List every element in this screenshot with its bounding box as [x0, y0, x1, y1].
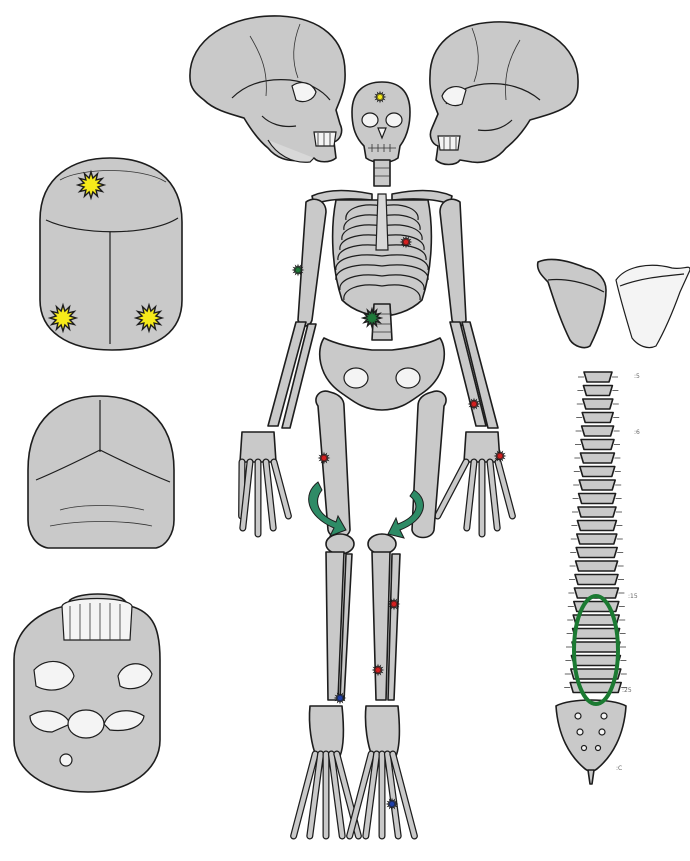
- vertebra: [573, 629, 620, 639]
- vertebra: [576, 548, 617, 558]
- vertebra: [580, 453, 614, 463]
- vertebra: [584, 372, 612, 382]
- vertebra: [580, 467, 615, 477]
- vertebra: [579, 480, 615, 490]
- vertebra: [581, 440, 614, 450]
- vertebra: [576, 561, 618, 571]
- skull-inferior-view: [14, 594, 160, 792]
- svg-text::15: :15: [628, 593, 638, 600]
- scapula-pair: [538, 260, 690, 348]
- svg-text::C: :C: [616, 765, 622, 772]
- skeleton-anterior-view: [240, 82, 512, 836]
- vertebra: [572, 642, 620, 652]
- skull-lateral-right: [430, 22, 578, 165]
- skull-lateral-left: [190, 16, 345, 162]
- vertebra: [577, 534, 617, 544]
- vertebra: [578, 507, 616, 517]
- vertebra: [582, 413, 613, 423]
- vertebra: [583, 399, 613, 409]
- svg-text::25: :25: [622, 687, 632, 694]
- svg-text::5: :5: [634, 373, 640, 380]
- vertebra: [579, 494, 616, 504]
- vertebra: [583, 386, 612, 396]
- vertebra: [571, 656, 620, 666]
- skull-posterior-view: [28, 396, 174, 548]
- vertebra: [575, 575, 618, 585]
- svg-text::6: :6: [634, 429, 640, 436]
- vertebra: [577, 521, 616, 531]
- vertebra: [582, 426, 614, 436]
